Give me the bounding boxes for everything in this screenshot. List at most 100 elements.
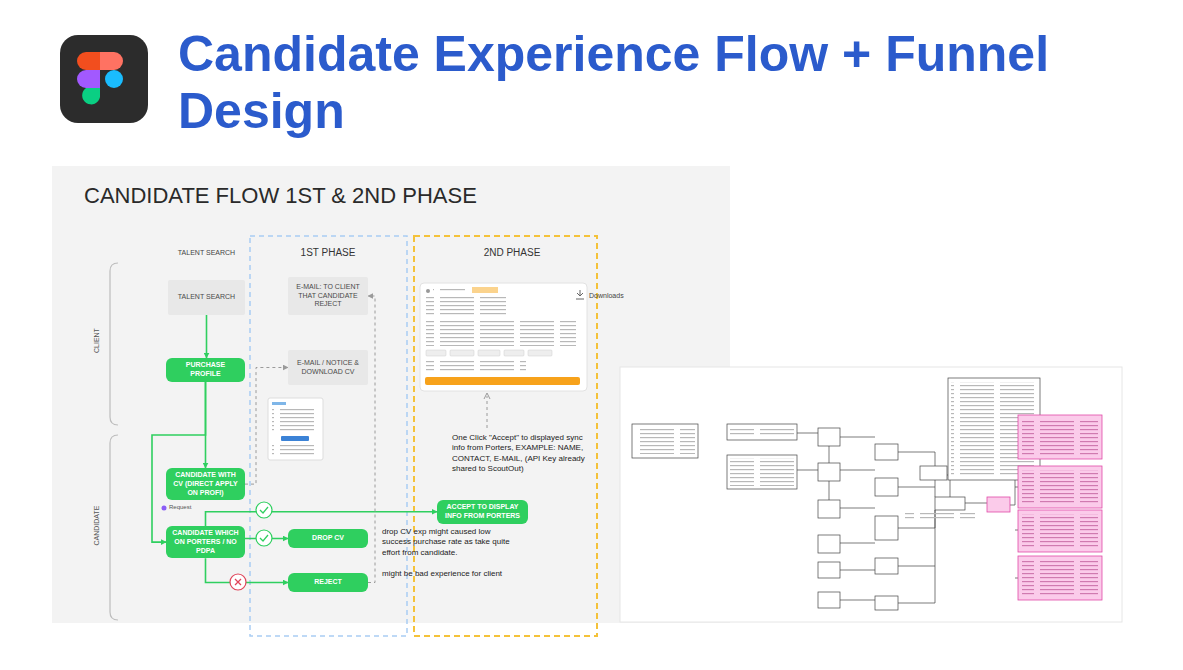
funnel-flowchart-thumbnail bbox=[1018, 415, 1102, 459]
funnel-flowchart-thumbnail bbox=[920, 466, 947, 480]
page-title: Candidate Experience Flow + Funnel Desig… bbox=[178, 26, 1058, 139]
node-text: E-MAIL: TO CLIENT THAT CANDIDATE REJECT bbox=[292, 283, 364, 309]
email-thumbnail bbox=[272, 409, 318, 419]
ui-label: Downloads bbox=[589, 291, 639, 300]
action-pill: REJECT bbox=[288, 573, 368, 592]
funnel-flowchart-thumbnail bbox=[635, 428, 695, 454]
funnel-flowchart-thumbnail bbox=[818, 592, 840, 608]
node-text: REJECT bbox=[314, 578, 342, 587]
profile-card bbox=[504, 350, 524, 356]
node-text: ACCEPT TO DISPLAY INFO FROM PORTERS bbox=[441, 503, 524, 521]
process-box: E-MAIL / NOTICE & DOWNLOAD CV bbox=[288, 350, 368, 385]
reject-badge bbox=[235, 579, 241, 585]
request-dot bbox=[162, 506, 167, 511]
funnel-flowchart-thumbnail bbox=[1018, 466, 1102, 508]
figma-logo bbox=[105, 70, 123, 88]
funnel-flowchart-thumbnail bbox=[987, 415, 1102, 600]
check-badge bbox=[260, 535, 268, 541]
figma-logo bbox=[82, 88, 100, 104]
node-text: DROP CV bbox=[312, 534, 344, 543]
download-icon bbox=[576, 290, 584, 299]
funnel-flowchart-thumbnail bbox=[632, 424, 698, 458]
funnel-flowchart-thumbnail bbox=[875, 596, 898, 610]
figma-logo bbox=[60, 35, 148, 123]
funnel-flowchart-thumbnail bbox=[875, 516, 898, 540]
profile-card bbox=[426, 320, 576, 346]
panel-title: CANDIDATE FLOW 1ST & 2ND PHASE bbox=[84, 182, 604, 211]
dashed-connector bbox=[368, 296, 375, 583]
node-text: CANDIDATE WITH CV (DIRECT APPLY ON PROFI… bbox=[170, 471, 241, 497]
left-panel bbox=[110, 435, 118, 620]
profile-card bbox=[420, 283, 587, 391]
profile-card bbox=[420, 283, 587, 391]
flow-connector bbox=[206, 315, 208, 358]
funnel-flowchart-thumbnail bbox=[818, 463, 840, 481]
leader-arrow bbox=[484, 393, 490, 428]
node-text: CANDIDATE WHICH ON PORTERS / NO PDPA bbox=[170, 529, 241, 555]
node-text: TALENT SEARCH bbox=[178, 293, 235, 302]
action-pill: PURCHASE PROFILE bbox=[166, 358, 245, 382]
check-badge bbox=[256, 502, 272, 518]
email-thumbnail bbox=[268, 398, 323, 460]
annotation-note: One Click "Accept" to displayed sync inf… bbox=[452, 433, 586, 475]
funnel-flowchart-thumbnail bbox=[727, 424, 797, 440]
request-dot bbox=[162, 506, 167, 511]
email-thumbnail bbox=[281, 436, 309, 441]
funnel-flowchart-thumbnail bbox=[730, 427, 794, 437]
funnel-flowchart-thumbnail bbox=[1018, 510, 1102, 552]
check-badge bbox=[260, 507, 268, 513]
figma-logo bbox=[60, 35, 148, 123]
node-text: PURCHASE PROFILE bbox=[170, 361, 241, 379]
profile-card bbox=[478, 350, 500, 356]
email-thumbnail bbox=[272, 444, 318, 456]
funnel-flowchart-thumbnail bbox=[620, 367, 1122, 622]
column-header: 2ND PHASE bbox=[465, 246, 559, 259]
funnel-flowchart-thumbnail bbox=[818, 535, 840, 553]
funnel-flowchart-thumbnail bbox=[875, 558, 898, 574]
funnel-flowchart-thumbnail bbox=[875, 444, 898, 460]
action-pill: ACCEPT TO DISPLAY INFO FROM PORTERS bbox=[437, 500, 528, 524]
reject-badge bbox=[230, 574, 246, 590]
check-badge bbox=[256, 502, 272, 518]
flow-connector bbox=[206, 512, 438, 526]
funnel-flowchart-thumbnail bbox=[727, 455, 797, 489]
profile-card bbox=[450, 350, 474, 356]
email-thumbnail bbox=[272, 402, 286, 405]
funnel-flowchart-thumbnail bbox=[818, 500, 840, 518]
funnel-flowchart-thumbnail bbox=[818, 562, 840, 578]
download-icon bbox=[576, 290, 584, 299]
leader-arrow bbox=[484, 393, 490, 399]
funnel-flowchart-thumbnail bbox=[935, 497, 965, 510]
funnel-flowchart-thumbnail bbox=[875, 478, 898, 496]
check-badge bbox=[256, 530, 272, 546]
figma-logo bbox=[77, 70, 100, 88]
column-header: TALENT SEARCH bbox=[168, 248, 245, 257]
profile-card bbox=[426, 350, 446, 356]
funnel-flowchart-thumbnail bbox=[987, 497, 1010, 512]
action-pill: CANDIDATE WITH CV (DIRECT APPLY ON PROFI… bbox=[166, 468, 245, 500]
profile-card bbox=[426, 359, 526, 371]
leader-arrow bbox=[487, 396, 488, 428]
funnel-flowchart-thumbnail bbox=[1018, 556, 1102, 600]
funnel-flowchart-thumbnail bbox=[1022, 514, 1098, 548]
process-box: E-MAIL: TO CLIENT THAT CANDIDATE REJECT bbox=[288, 277, 368, 315]
funnel-flowchart-thumbnail bbox=[1022, 470, 1098, 504]
action-pill: DROP CV bbox=[288, 529, 368, 548]
annotation-note: might be bad experience for client bbox=[382, 569, 507, 579]
column-header: 1ST PHASE bbox=[288, 246, 368, 259]
funnel-flowchart-thumbnail bbox=[620, 367, 1122, 622]
lane-label: CANDIDATE bbox=[92, 486, 101, 566]
flow-connector bbox=[206, 558, 289, 582]
lane-label: CLIENT bbox=[92, 301, 101, 381]
profile-card bbox=[433, 289, 465, 293]
profile-card bbox=[425, 377, 580, 385]
funnel-flowchart-thumbnail bbox=[1022, 560, 1098, 596]
funnel-flowchart-thumbnail bbox=[818, 428, 840, 446]
funnel-flowchart-thumbnail bbox=[905, 513, 975, 521]
action-pill: CANDIDATE WHICH ON PORTERS / NO PDPA bbox=[166, 526, 245, 558]
profile-card bbox=[426, 296, 506, 316]
flow-connector bbox=[152, 382, 206, 543]
